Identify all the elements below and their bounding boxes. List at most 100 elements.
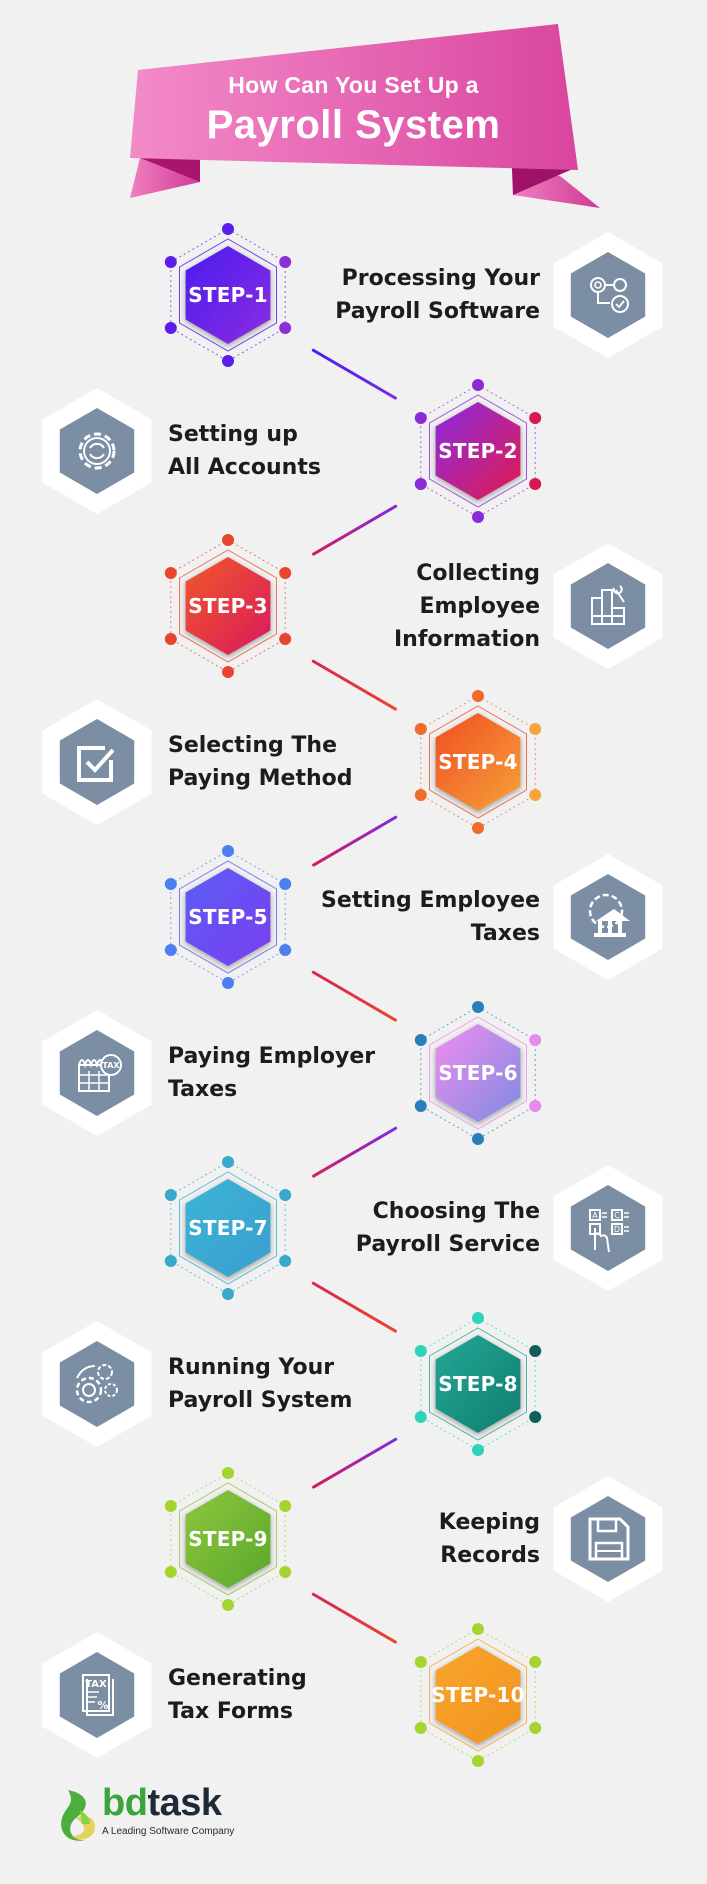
step-title-line: Generating bbox=[168, 1665, 307, 1691]
connector-line bbox=[311, 814, 398, 867]
step-title-line: All Accounts bbox=[168, 454, 321, 480]
step-hexagon-shape bbox=[164, 845, 292, 989]
title-line-2: Payroll System bbox=[206, 103, 501, 147]
step-4-icon-badge bbox=[32, 697, 162, 827]
step-hexagon-shape bbox=[414, 689, 542, 834]
step-9-hexagon: STEP-9 bbox=[153, 1459, 303, 1619]
step-hexagon-shape bbox=[164, 223, 292, 367]
step-title-line: Paying Employer bbox=[168, 1043, 376, 1069]
connector-line bbox=[311, 348, 398, 401]
connector-line bbox=[311, 1281, 398, 1334]
step-title-line: Payroll Service bbox=[355, 1232, 540, 1257]
step-3-hexagon: STEP-3 bbox=[153, 526, 303, 686]
svg-text:D: D bbox=[614, 1225, 620, 1234]
step-3-icon-badge bbox=[543, 541, 673, 671]
step-title-line: Employee bbox=[419, 593, 540, 619]
connector-line bbox=[311, 1436, 398, 1489]
step-label: STEP-4 bbox=[438, 749, 518, 774]
connector-line bbox=[311, 659, 398, 712]
floppy-disk-icon bbox=[553, 1476, 663, 1602]
step-label: STEP-3 bbox=[188, 594, 268, 618]
step-label: STEP-5 bbox=[188, 905, 268, 929]
svg-text:TAX: TAX bbox=[85, 1679, 107, 1690]
checkbox-icon bbox=[42, 698, 152, 825]
step-title-line: Payroll Software bbox=[335, 299, 540, 324]
step-5-icon-badge bbox=[543, 852, 673, 982]
connector-line bbox=[311, 970, 398, 1023]
step-label: STEP-7 bbox=[188, 1216, 268, 1240]
brand-name: bdtask bbox=[102, 1782, 222, 1824]
step-title-line: Records bbox=[440, 1543, 540, 1568]
step-title-line: Selecting The bbox=[168, 732, 337, 758]
svg-text:A: A bbox=[592, 1211, 598, 1220]
step-title-line: Tax Forms bbox=[168, 1698, 293, 1724]
files-wrench-icon bbox=[553, 543, 663, 669]
step-label: STEP-10 bbox=[431, 1682, 525, 1707]
step-1-icon-badge bbox=[543, 230, 673, 360]
gears-flow-icon bbox=[553, 232, 663, 358]
title-banner: How Can You Set Up a Payroll System bbox=[0, 0, 707, 215]
svg-text:%: % bbox=[97, 1699, 108, 1712]
choice-tap-icon: A CD bbox=[553, 1165, 663, 1291]
step-10-icon-badge: TAX% bbox=[32, 1630, 162, 1760]
gears-running-icon bbox=[42, 1320, 152, 1447]
step-hexagon-shape bbox=[164, 1156, 292, 1300]
tax-document-icon: TAX% bbox=[42, 1631, 152, 1758]
step-2-hexagon: STEP-2 bbox=[403, 371, 553, 531]
step-2-title: Setting up All Accounts bbox=[168, 418, 321, 484]
leaf-logo-icon bbox=[61, 1790, 95, 1841]
ribbon-shape bbox=[130, 24, 600, 208]
step-6-hexagon: STEP-6 bbox=[403, 993, 553, 1153]
step-hexagon-shape bbox=[164, 1467, 292, 1611]
step-hexagon-shape bbox=[414, 1311, 542, 1456]
step-9-icon-badge bbox=[543, 1474, 673, 1604]
step-7-hexagon: STEP-7 bbox=[153, 1148, 303, 1308]
step-2-icon-badge bbox=[32, 386, 162, 516]
step-title-line: Collecting bbox=[416, 560, 540, 586]
step-label: STEP-1 bbox=[188, 283, 268, 307]
svg-text:C: C bbox=[614, 1211, 620, 1220]
step-label: STEP-6 bbox=[438, 1060, 518, 1085]
step-hexagon-shape bbox=[414, 378, 542, 523]
step-label: STEP-2 bbox=[438, 438, 518, 463]
step-label: STEP-8 bbox=[438, 1371, 518, 1396]
bdtask-logo: bdtask A Leading Software Company bbox=[58, 1782, 258, 1848]
title-line-1: How Can You Set Up a bbox=[228, 72, 479, 98]
step-hexagon-shape bbox=[164, 534, 292, 678]
connector-line bbox=[311, 1125, 398, 1178]
step-title-line: Taxes bbox=[470, 921, 540, 946]
step-title-line: Keeping bbox=[438, 1510, 540, 1535]
step-6-icon-badge: TAX bbox=[32, 1008, 162, 1138]
svg-text:TAX: TAX bbox=[102, 1061, 120, 1070]
connector-line bbox=[311, 1592, 398, 1645]
brand-tagline: A Leading Software Company bbox=[102, 1826, 235, 1837]
step-title-line: Taxes bbox=[168, 1076, 238, 1102]
step-4-hexagon: STEP-4 bbox=[403, 682, 553, 842]
building-gear-icon bbox=[553, 854, 663, 980]
step-5-hexagon: STEP-5 bbox=[153, 837, 303, 997]
step-8-icon-badge bbox=[32, 1319, 162, 1449]
step-hexagon-shape bbox=[414, 1622, 542, 1767]
tax-calendar-icon: TAX bbox=[42, 1009, 152, 1136]
gear-refresh-icon bbox=[42, 387, 152, 514]
connector-line bbox=[311, 503, 398, 556]
step-10-hexagon: STEP-10 bbox=[403, 1615, 553, 1775]
step-title-line: Payroll System bbox=[168, 1387, 353, 1413]
step-title-line: Paying Method bbox=[168, 765, 353, 791]
step-hexagon-shape bbox=[414, 1000, 542, 1145]
step-title-line: Information bbox=[394, 626, 540, 652]
step-title-line: Setting Employee bbox=[321, 888, 540, 913]
step-title-line: Processing Your bbox=[341, 266, 540, 291]
step-1-hexagon: STEP-1 bbox=[153, 215, 303, 375]
step-title-line: Setting up bbox=[168, 421, 298, 447]
